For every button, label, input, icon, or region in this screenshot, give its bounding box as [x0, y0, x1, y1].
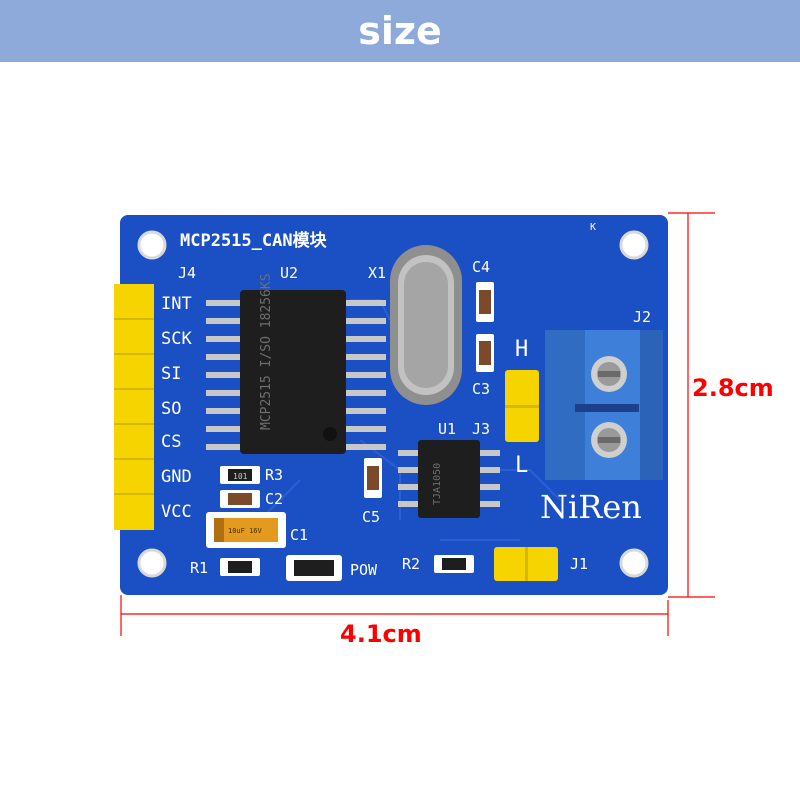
chip-u1: TJA1050	[398, 440, 500, 518]
label-j4: J4	[178, 264, 196, 282]
chip-u1-marking: TJA1050	[432, 463, 443, 505]
label-h: H	[515, 337, 528, 362]
header-bar: size	[0, 0, 800, 62]
brand-label: NiRen	[540, 488, 642, 526]
pin-label-sck: SCK	[161, 329, 192, 349]
capacitor-c1-marking: 10uF 16V	[228, 527, 263, 535]
jumper-j1	[494, 547, 558, 581]
chip-u2-marking: MCP2515 I/SO 18256KS	[259, 273, 274, 430]
label-pow: POW	[350, 561, 378, 579]
pin-label-cs: CS	[161, 432, 181, 452]
label-j2: J2	[633, 308, 651, 326]
pin-label-si: SI	[161, 364, 181, 384]
pin-label-vcc: VCC	[161, 502, 192, 522]
pin-labels: INT SCK SI SO CS GND VCC	[161, 294, 192, 522]
height-dimension-label: 2.8cm	[692, 374, 774, 402]
label-r3: R3	[265, 466, 283, 484]
label-r2: R2	[402, 555, 420, 573]
corner-mark: K	[590, 222, 596, 233]
label-c4: C4	[472, 258, 490, 276]
label-u1: U1	[438, 420, 456, 438]
width-dimension-label: 4.1cm	[340, 620, 422, 648]
pin-label-so: SO	[161, 399, 181, 419]
label-j1: J1	[570, 555, 588, 573]
label-l: L	[515, 453, 528, 478]
label-c3: C3	[472, 380, 490, 398]
label-j3: J3	[472, 420, 490, 438]
chip-u2: MCP2515 I/SO 18256KS	[206, 273, 386, 454]
resistor-r3-marking: 101	[233, 472, 248, 481]
pin-label-int: INT	[161, 294, 192, 314]
label-c2: C2	[265, 490, 283, 508]
label-c1: C1	[290, 526, 308, 544]
mounting-holes	[137, 230, 649, 578]
label-u2: U2	[280, 264, 298, 282]
pin-header-j4	[114, 284, 154, 530]
header-title: size	[358, 9, 442, 53]
terminal-block-j2	[545, 330, 663, 480]
label-r1: R1	[190, 559, 208, 577]
dimension-lines	[120, 212, 715, 636]
pin-label-gnd: GND	[161, 467, 192, 487]
crystal-x1	[390, 245, 462, 405]
board-title: MCP2515_CAN模块	[180, 230, 328, 251]
label-c5: C5	[362, 508, 380, 526]
label-x1: X1	[368, 264, 386, 282]
